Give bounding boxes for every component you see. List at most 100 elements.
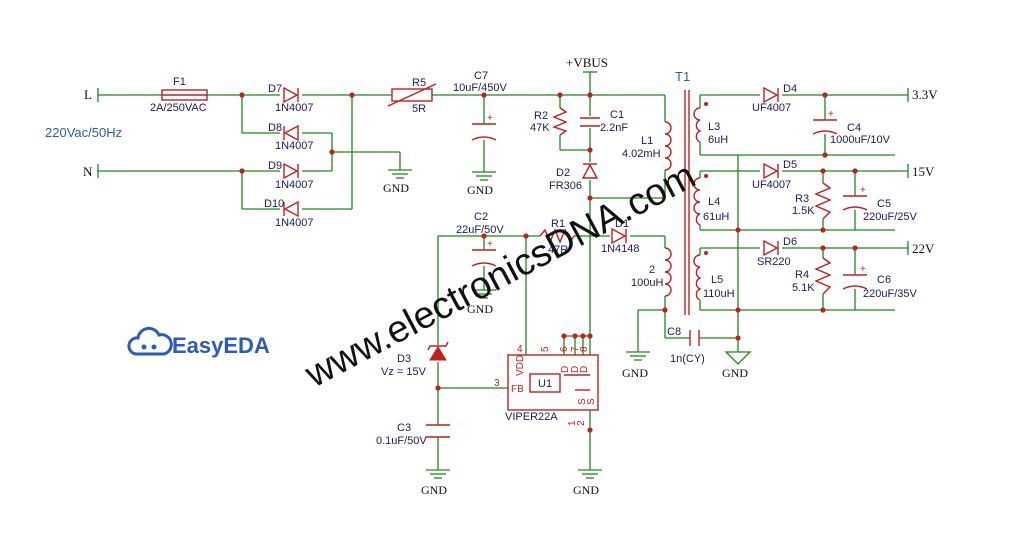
- c6-ref: C6: [877, 274, 891, 286]
- pin-d2: D: [570, 366, 581, 373]
- component-labels: F1 2A/250VAC D7 1N4007 D8 1N4007 D9 1N40…: [150, 69, 917, 447]
- c3-value: 0.1uF/50V: [376, 435, 427, 447]
- u1-ref: U1: [538, 378, 552, 390]
- capacitor-c5-symbol: +: [842, 185, 868, 211]
- c1-value: 2.2nF: [600, 122, 628, 134]
- pin-num-4: 4: [517, 344, 523, 355]
- d1-value: 1N4148: [601, 243, 640, 255]
- l4-ref: L4: [708, 196, 720, 208]
- transformer-t1-core: [684, 90, 690, 315]
- r5-ref: R5: [412, 77, 426, 89]
- pin-d3: D: [579, 366, 590, 373]
- r5-value: 5R: [412, 103, 426, 115]
- mains-note: 220Vac/50Hz: [45, 125, 122, 140]
- u1-value: VIPER22A: [505, 411, 558, 423]
- output-terminals: [97, 71, 909, 255]
- diode-d8-symbol: [283, 124, 299, 142]
- gnd-symbol-secondary: [724, 351, 752, 365]
- svg-text:+: +: [860, 264, 866, 275]
- resistor-r2-symbol: [552, 107, 568, 136]
- d1-ref: D1: [615, 218, 629, 230]
- easyeda-logo: EasyEDA: [127, 326, 270, 358]
- gnd-label-c3: GND: [421, 483, 447, 497]
- l3-value: 6uH: [708, 134, 728, 146]
- gnd-symbol-c3: [426, 469, 450, 479]
- c4-value: 1000uF/10V: [830, 134, 891, 146]
- ic-u1-symbol: [507, 354, 599, 411]
- diode-d10-symbol: [283, 200, 299, 218]
- pin-fb: FB: [511, 384, 524, 395]
- c8-value: 1n(CY): [670, 353, 705, 365]
- d9-ref: D9: [268, 160, 282, 172]
- gnd-label-secondary: GND: [722, 366, 748, 380]
- l4-value: 61uH: [703, 211, 729, 223]
- d6-ref: D6: [783, 236, 797, 248]
- r1-value: 47R: [548, 244, 568, 256]
- gnd-label-aux: GND: [622, 366, 648, 380]
- f1-ref: F1: [173, 76, 186, 88]
- pin-num-6: 6: [559, 346, 570, 352]
- d10-ref: D10: [264, 198, 284, 210]
- pin-num-8: 8: [579, 346, 590, 352]
- pin-num-1: 1: [567, 420, 578, 426]
- inductor-l1-symbol: [664, 121, 672, 171]
- d4-value: UF4007: [752, 102, 791, 114]
- capacitor-c8-symbol: [689, 330, 700, 346]
- l1-ref: L1: [641, 135, 653, 147]
- svg-text:+: +: [860, 185, 866, 196]
- c4-ref: C4: [847, 122, 861, 134]
- gnd-symbol-aux: [626, 351, 650, 361]
- junctions: [239, 92, 858, 433]
- inductor-l2-symbol: [664, 247, 672, 297]
- r4-value: 5.1K: [792, 282, 815, 294]
- gnd-label-u1: GND: [573, 483, 599, 497]
- capacitor-c2-symbol: +: [471, 239, 497, 267]
- gnd-symbol-u1: [578, 469, 602, 479]
- r3-value: 1.5K: [792, 205, 815, 217]
- diode-d7-symbol: [283, 86, 299, 104]
- pin-num-2: 2: [576, 420, 587, 426]
- d6-value: SR220: [757, 256, 791, 268]
- c2-value: 22uF/50V: [456, 224, 504, 236]
- svg-text:+: +: [828, 109, 834, 120]
- pin-d1: D: [560, 366, 571, 373]
- thermistor-r5-symbol: [387, 83, 437, 107]
- capacitor-c7-symbol: +: [471, 113, 497, 141]
- net-label-line: L: [84, 87, 92, 102]
- diode-d9-symbol: [283, 162, 299, 180]
- gnd-label-c7: GND: [467, 183, 493, 197]
- c5-value: 220uF/25V: [863, 211, 917, 223]
- net-label-22v: 22V: [912, 241, 935, 256]
- resistor-r3-symbol: [814, 182, 832, 220]
- pin-s2: S: [586, 398, 597, 405]
- f1-value: 2A/250VAC: [150, 102, 207, 114]
- gnd-symbol-c7: [472, 171, 496, 181]
- l3-ref: L3: [708, 121, 720, 133]
- c2-ref: C2: [474, 211, 488, 223]
- r3-ref: R3: [795, 193, 809, 205]
- net-label-3v3: 3.3V: [912, 87, 938, 102]
- gnd-symbol-c2: [472, 289, 496, 299]
- easyeda-text: EasyEDA: [172, 333, 270, 358]
- l2-value: 100uH: [631, 277, 663, 289]
- c7-ref: C7: [474, 70, 488, 82]
- resistor-r1-symbol: [539, 228, 575, 244]
- d7-value: 1N4007: [275, 102, 314, 114]
- gnd-label-bridge: GND: [383, 181, 409, 195]
- d5-ref: D5: [783, 159, 797, 171]
- r2-value: 47K: [530, 122, 550, 134]
- capacitor-c6-symbol: +: [842, 264, 868, 290]
- pin-num-7: 7: [570, 346, 581, 352]
- inductor-l5-symbol: [693, 251, 708, 301]
- svg-text:+: +: [487, 239, 493, 250]
- c8-ref: C8: [667, 326, 681, 338]
- r1-ref: R1: [551, 218, 565, 230]
- net-labels: L N +VBUS 3.3V 15V 22V 220Vac/50Hz GND G…: [45, 55, 938, 497]
- diode-d2-symbol: [581, 163, 599, 179]
- d5-value: UF4007: [752, 179, 791, 191]
- d3-value: Vz = 15V: [381, 366, 427, 378]
- capacitor-c3-symbol: [426, 424, 450, 438]
- l5-ref: L5: [711, 274, 723, 286]
- pin-vdd: VDD: [515, 355, 526, 376]
- zener-d3-symbol: [427, 341, 449, 361]
